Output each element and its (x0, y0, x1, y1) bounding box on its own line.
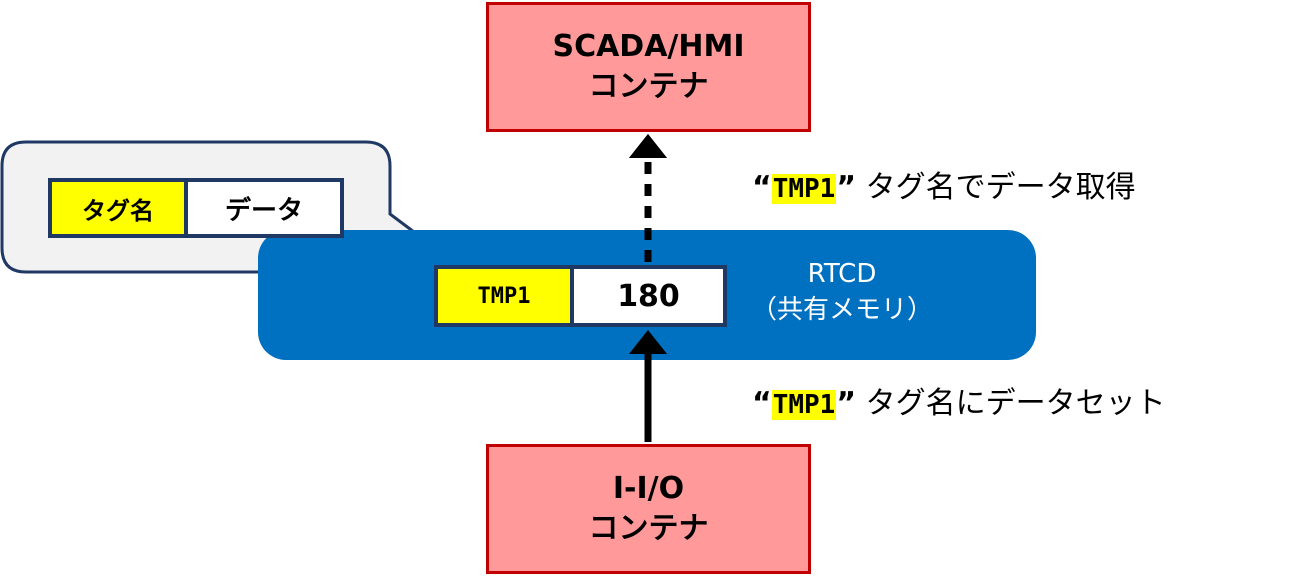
rtcd-subtitle: （共有メモリ） (750, 295, 933, 325)
rtcd-value-cell: 180 (617, 278, 680, 314)
annotation-set-text: タグ名にデータセット (856, 386, 1166, 421)
annotation-get-close-quote: ” (836, 170, 857, 205)
get-arrow-head (629, 134, 667, 158)
annotation-get-text: タグ名でデータ取得 (856, 170, 1136, 205)
annotation-set-close-quote: ” (836, 386, 857, 421)
iio-subtitle: コンテナ (588, 511, 709, 546)
annotation-set-tag: TMP1 (771, 390, 837, 420)
scada-subtitle: コンテナ (588, 69, 709, 104)
iio-title: I-I/O (612, 471, 685, 506)
rtcd-tag-cell: TMP1 (438, 269, 574, 323)
scada-title: SCADA/HMI (552, 29, 745, 64)
annotation-get: “TMP1” タグ名でデータ取得 (752, 168, 1136, 209)
annotation-set: “TMP1” タグ名にデータセット (752, 384, 1166, 425)
rtcd-label: RTCD （共有メモリ） (742, 256, 942, 328)
scada-hmi-container: SCADA/HMI コンテナ (486, 2, 811, 132)
annotation-get-tag: TMP1 (771, 174, 837, 204)
legend-table: タグ名 データ (48, 178, 344, 238)
i-io-container: I-I/O コンテナ (486, 444, 811, 574)
annotation-get-open-quote: “ (752, 170, 772, 205)
rtcd-tag-table: TMP1 180 (434, 265, 727, 327)
annotation-set-open-quote: “ (752, 386, 772, 421)
rtcd-title: RTCD (807, 259, 877, 289)
legend-tag-header: タグ名 (52, 182, 188, 234)
legend-data-header: データ (224, 195, 303, 226)
